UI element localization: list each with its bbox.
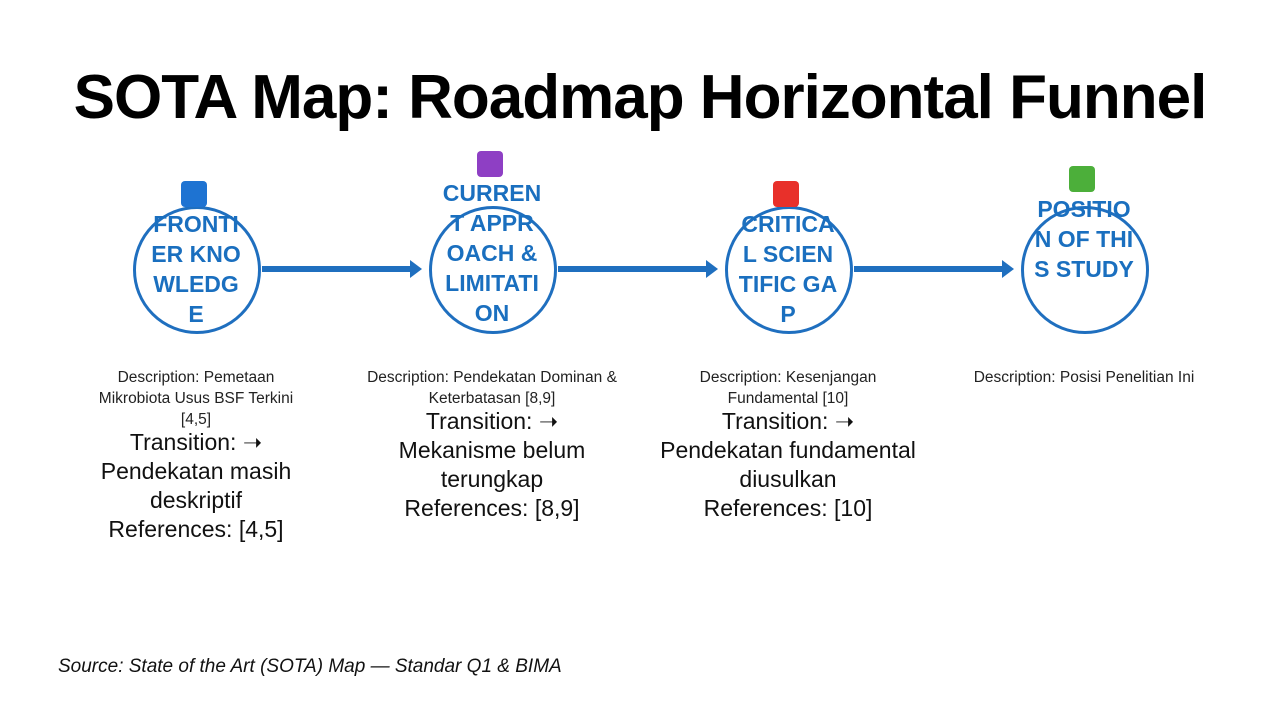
stage-critical-gap: CRITICAL SCIENTIFIC GAP Description: Kes…: [658, 0, 918, 720]
blue-square-icon: [181, 181, 207, 207]
stage-transition: Transition: ➝ Mekanisme belum terungkap: [398, 408, 586, 492]
stage-current-approach: CURRENT APPROACH & LIMITATION Descriptio…: [362, 0, 622, 720]
stage-references: References: [4,5]: [108, 516, 284, 542]
stage-description: Description: Kesenjangan Fundamental [10…: [699, 369, 877, 407]
stage-transition-block: Transition: ➝ Pendekatan fundamental diu…: [658, 407, 918, 523]
stage-label: CRITICAL SCIENTIFIC GAP: [738, 211, 838, 327]
source-note: Source: State of the Art (SOTA) Map — St…: [58, 656, 562, 677]
stage-circle: [429, 206, 557, 334]
stage-references: References: [10]: [703, 495, 873, 521]
stage-description: Description: Pemetaan Mikrobiota Usus BS…: [98, 369, 294, 428]
flow-arrow-1: [262, 260, 422, 278]
stage-label: FRONTIER KNOWLEDGE: [151, 211, 241, 327]
stage-description: Description: Posisi Penelitian Ini: [973, 369, 1195, 386]
stage-circle: [133, 206, 261, 334]
stage-position-of-study: POSITION OF THIS STUDY Description: Posi…: [954, 0, 1214, 720]
green-square-icon: [1069, 166, 1095, 192]
stage-transition: Transition: ➝ Pendekatan masih deskripti…: [100, 429, 292, 513]
stage-circle: [725, 206, 853, 334]
flow-arrow-2: [558, 260, 718, 278]
stage-transition-block: Transition: ➝ Mekanisme belum terungkap …: [382, 407, 602, 523]
stage-transition-block: Transition: ➝ Pendekatan masih deskripti…: [86, 428, 306, 544]
stage-label: POSITION OF THIS STUDY: [1034, 196, 1134, 282]
stage-circle: [1021, 206, 1149, 334]
stage-description: Description: Pendekatan Dominan & Keterb…: [367, 369, 617, 407]
stage-frontier-knowledge: FRONTIER KNOWLEDGE Description: Pemetaan…: [66, 0, 326, 720]
stage-label: CURRENT APPROACH & LIMITATION: [442, 180, 542, 326]
purple-square-icon: [477, 151, 503, 177]
red-square-icon: [773, 181, 799, 207]
flow-arrow-3: [854, 260, 1014, 278]
slide-title: SOTA Map: Roadmap Horizontal Funnel: [73, 63, 1208, 132]
stage-references: References: [8,9]: [404, 495, 580, 521]
stage-transition: Transition: ➝ Pendekatan fundamental diu…: [660, 408, 916, 492]
